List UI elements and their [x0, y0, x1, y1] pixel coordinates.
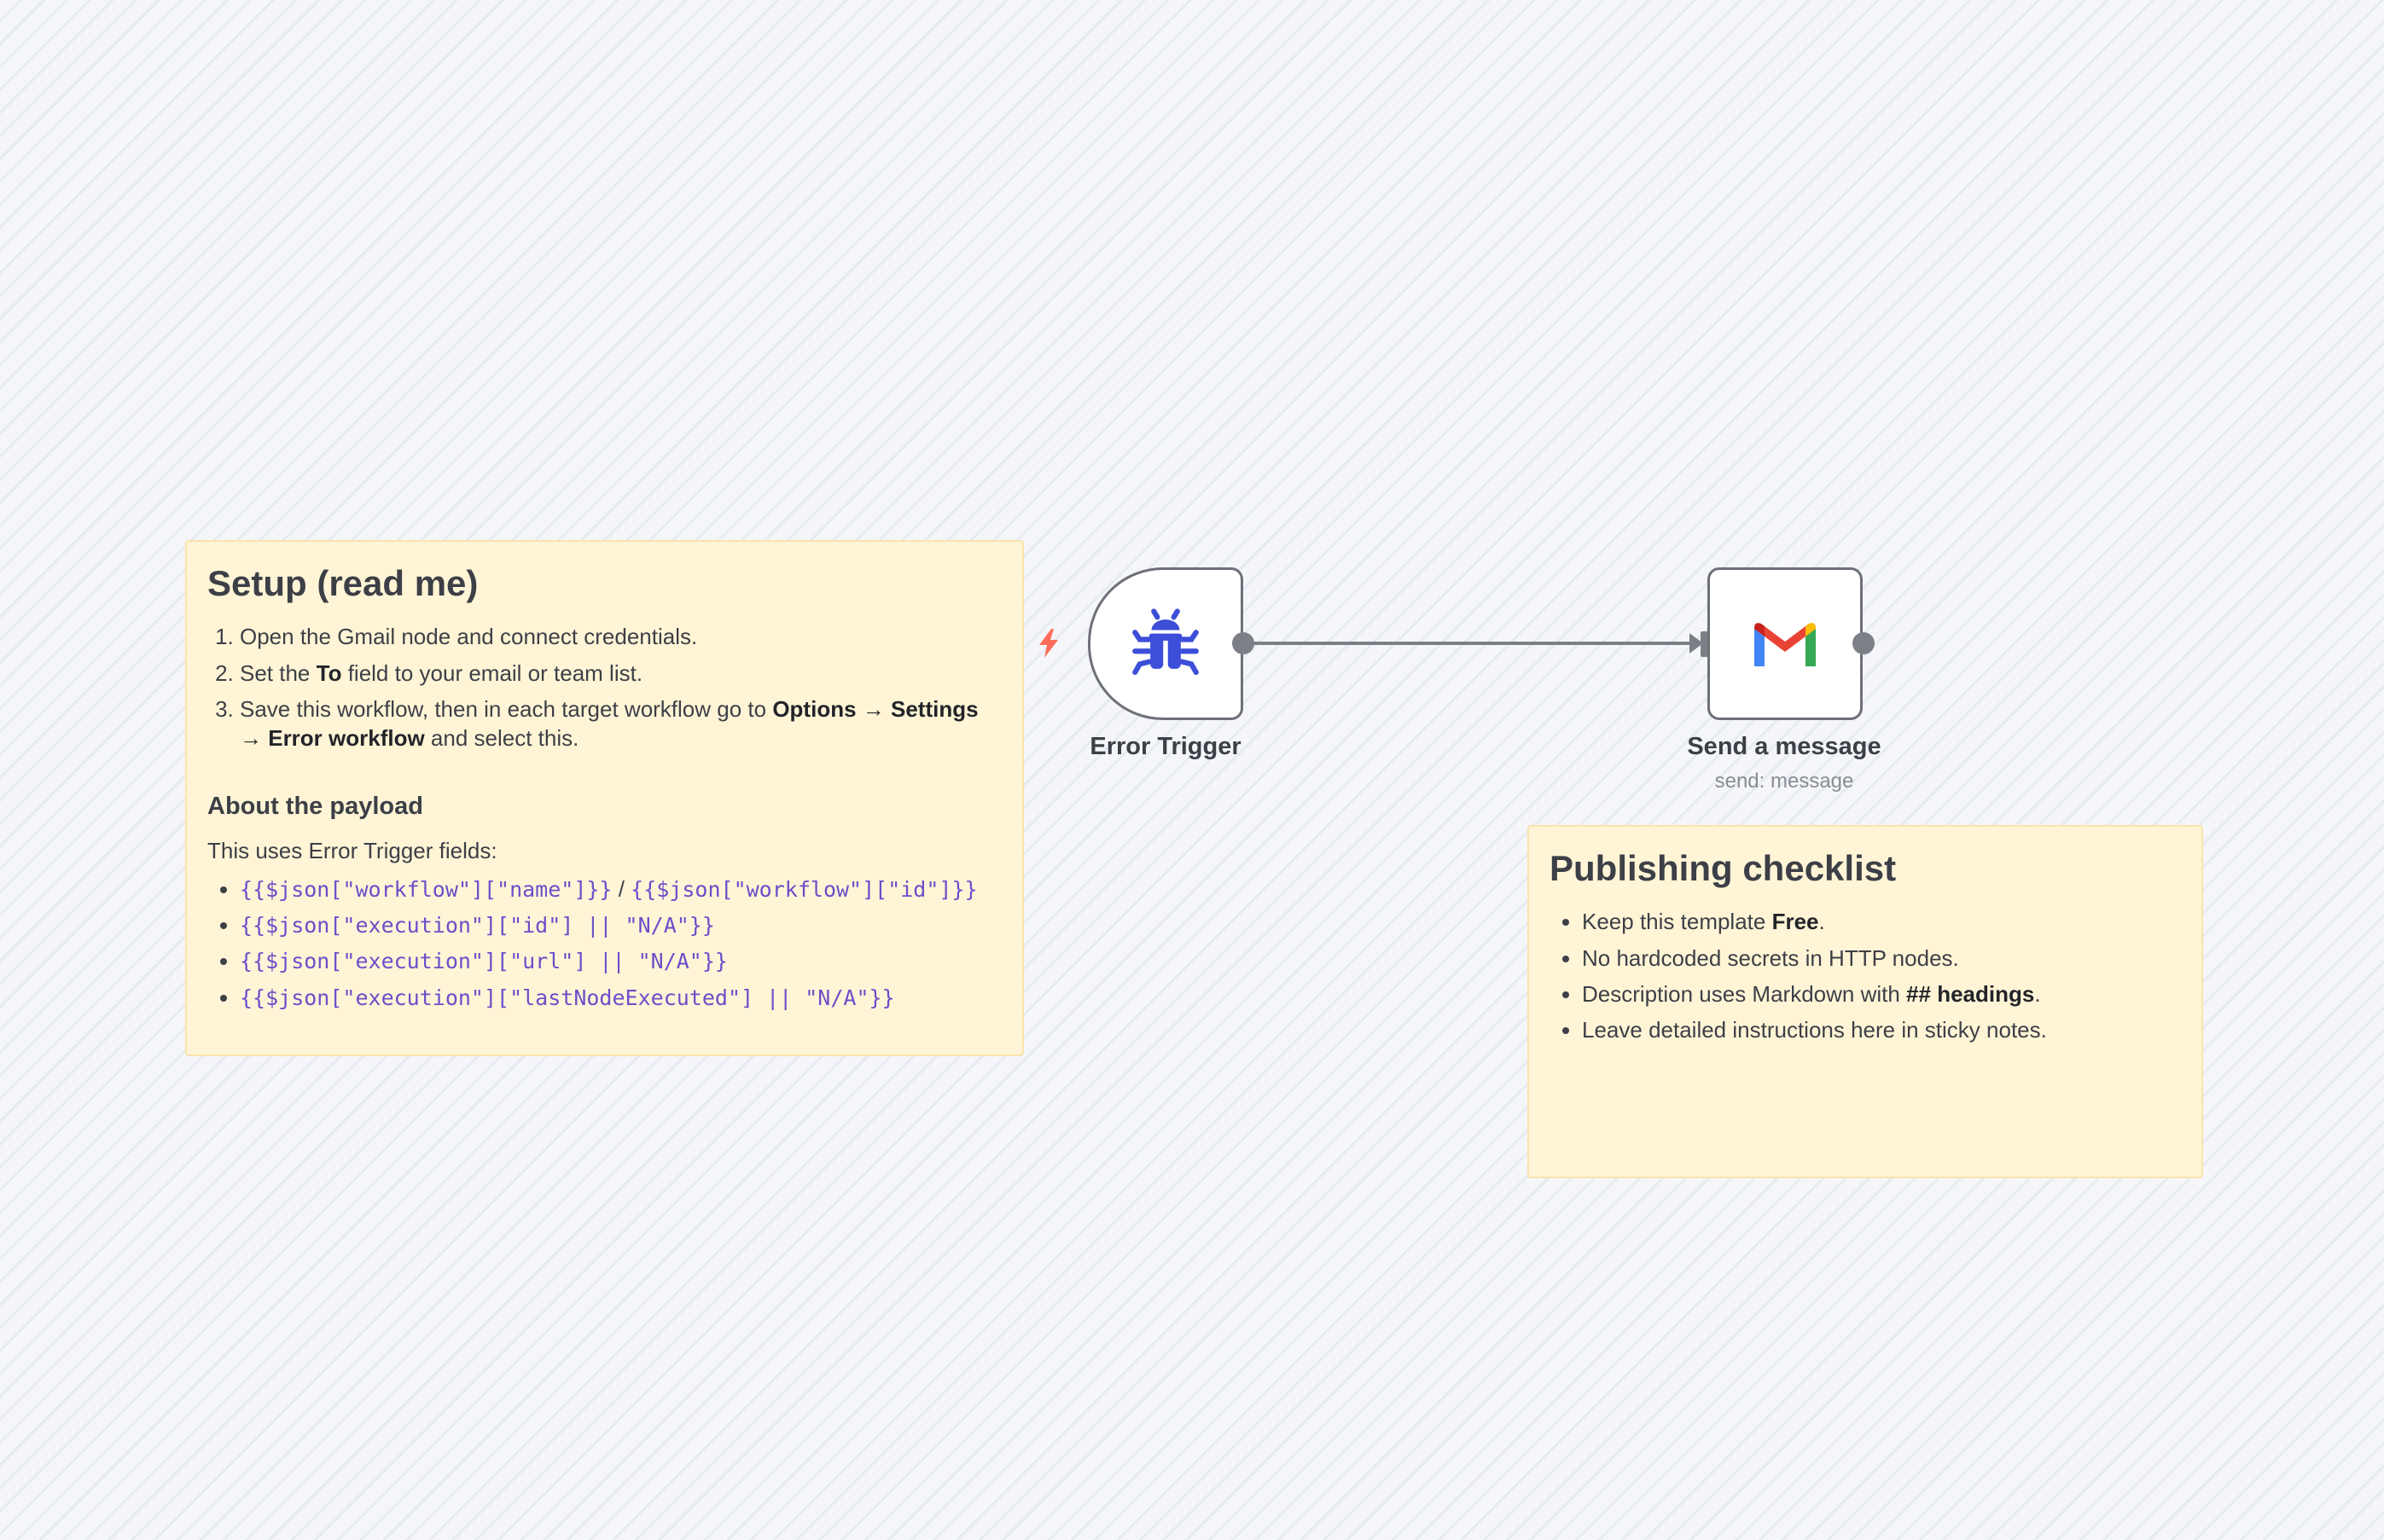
setup-step-text: Save this workflow, then in each target … [240, 696, 773, 723]
checklist-text: Keep this template [1582, 909, 1772, 935]
bug-icon [1132, 607, 1199, 675]
payload-heading: About the payload [207, 792, 423, 820]
checklist-item-4: Leave detailed instructions here in stic… [1582, 1015, 2181, 1044]
setup-step-text: Set the [240, 660, 317, 686]
setup-step-bold: To [316, 660, 342, 686]
code-execution-url: {{$json["execution"]["url"] || "N/A"}} [240, 949, 728, 974]
checklist-bold: Free [1771, 909, 1819, 935]
setup-step-text: and select this. [424, 725, 579, 752]
checklist-text: Description uses Markdown with [1582, 981, 1907, 1008]
payload-field-last-node: {{$json["execution"]["lastNodeExecuted"]… [240, 983, 1002, 1012]
setup-step-text: Open the Gmail node and connect credenti… [240, 624, 698, 650]
sticky-note-checklist[interactable]: Publishing checklist Keep this template … [1527, 825, 2203, 1178]
node-label-send-message: Send a message [1687, 733, 1881, 760]
checklist-item-3: Description uses Markdown with ## headin… [1582, 979, 2181, 1008]
setup-steps-list: Open the Gmail node and connect credenti… [207, 622, 1002, 753]
output-handle[interactable] [1852, 632, 1875, 654]
node-send-message[interactable] [1707, 567, 1863, 720]
checklist-item-2: No hardcoded secrets in HTTP nodes. [1582, 944, 2181, 973]
node-error-trigger[interactable] [1088, 567, 1243, 720]
payload-fields-list: {{$json["workflow"]["name"]}} / {{$json[… [207, 875, 1002, 1012]
payload-field-execution-url: {{$json["execution"]["url"] || "N/A"}} [240, 946, 1002, 975]
payload-field-execution-id: {{$json["execution"]["id"] || "N/A"}} [240, 910, 1002, 939]
payload-field-workflow: {{$json["workflow"]["name"]}} / {{$json[… [240, 875, 1002, 904]
node-label-error-trigger: Error Trigger [1090, 733, 1241, 760]
output-handle[interactable] [1232, 632, 1254, 654]
setup-step-1: Open the Gmail node and connect credenti… [240, 622, 1002, 651]
code-workflow-name: {{$json["workflow"]["name"]}} [240, 876, 613, 902]
setup-step-3: Save this workflow, then in each target … [240, 694, 1002, 753]
setup-step-bold: Options → Settings → Error workflow [240, 696, 979, 752]
checklist-text: No hardcoded secrets in HTTP nodes. [1582, 944, 1959, 971]
code-execution-id: {{$json["execution"]["id"] || "N/A"}} [240, 912, 715, 938]
setup-step-text: field to your email or team list. [341, 660, 643, 686]
checklist-text: . [1818, 909, 1825, 935]
sticky-title: Setup (read me) [207, 563, 479, 603]
sticky-title: Publishing checklist [1550, 848, 1897, 888]
checklist-list: Keep this template Free. No hardcoded se… [1550, 907, 2181, 1044]
payload-intro: This uses Error Trigger fields: [207, 837, 497, 863]
checklist-text: Leave detailed instructions here in stic… [1582, 1017, 2047, 1043]
setup-step-2: Set the To field to your email or team l… [240, 659, 1002, 688]
checklist-item-1: Keep this template Free. [1582, 907, 2181, 936]
checklist-bold: ## headings [1906, 981, 2035, 1008]
field-separator: / [612, 875, 631, 902]
node-subtitle-send-message: send: message [1714, 770, 1854, 793]
code-workflow-id: {{$json["workflow"]["id"]}} [631, 876, 978, 902]
code-last-node: {{$json["execution"]["lastNodeExecuted"]… [240, 985, 895, 1010]
gmail-icon [1754, 622, 1816, 666]
bolt-icon [1039, 629, 1058, 658]
checklist-text: . [2034, 981, 2041, 1008]
sticky-note-setup[interactable]: Setup (read me) Open the Gmail node and … [185, 540, 1024, 1056]
